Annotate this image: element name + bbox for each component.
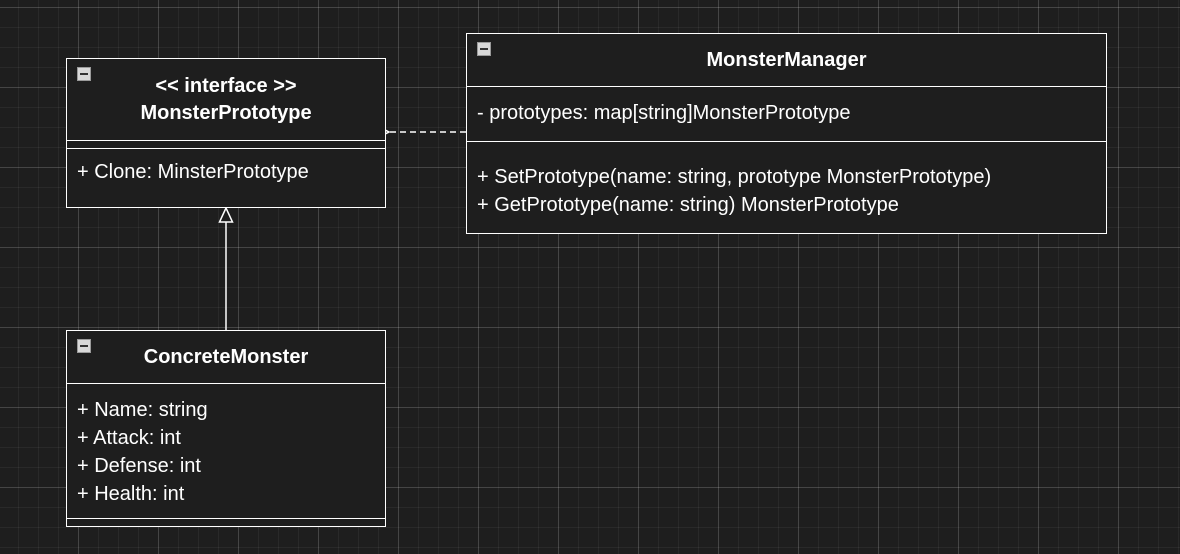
class-name: MonsterPrototype bbox=[140, 101, 312, 124]
method-item: + GetPrototype(name: string) MonsterProt… bbox=[477, 194, 899, 216]
class-concrete-monster[interactable]: ConcreteMonster + Name: string + Attack:… bbox=[66, 330, 386, 527]
class-header: MonsterManager bbox=[467, 34, 1106, 87]
attribute-item: + Attack: int bbox=[77, 427, 181, 449]
methods-section: + Clone: MinsterPrototype bbox=[67, 149, 385, 186]
class-stereotype: << interface >> bbox=[155, 74, 297, 97]
minus-square-icon[interactable] bbox=[77, 67, 91, 81]
class-name: MonsterManager bbox=[706, 48, 867, 71]
attribute-item: - prototypes: map[string]MonsterPrototyp… bbox=[477, 102, 851, 124]
realization-arrowhead bbox=[218, 206, 234, 223]
minus-square-icon[interactable] bbox=[77, 339, 91, 353]
attributes-section: - prototypes: map[string]MonsterPrototyp… bbox=[467, 87, 1106, 142]
attribute-item: + Health: int bbox=[77, 483, 185, 505]
attribute-item: + Name: string bbox=[77, 399, 208, 421]
methods-section bbox=[67, 519, 385, 525]
class-monster-prototype[interactable]: << interface >> MonsterPrototype + Clone… bbox=[66, 58, 386, 208]
attributes-section: + Name: string + Attack: int + Defense: … bbox=[67, 384, 385, 519]
method-item: + SetPrototype(name: string, prototype M… bbox=[477, 166, 992, 188]
class-name: ConcreteMonster bbox=[143, 345, 309, 368]
attribute-item: + Defense: int bbox=[77, 455, 201, 477]
minus-square-icon[interactable] bbox=[477, 42, 491, 56]
class-monster-manager[interactable]: MonsterManager - prototypes: map[string]… bbox=[466, 33, 1107, 234]
method-item: + Clone: MinsterPrototype bbox=[77, 161, 309, 183]
class-header: ConcreteMonster bbox=[67, 331, 385, 384]
attributes-section bbox=[67, 141, 385, 149]
methods-section: + SetPrototype(name: string, prototype M… bbox=[467, 142, 1106, 219]
class-header: << interface >> MonsterPrototype bbox=[67, 59, 385, 141]
